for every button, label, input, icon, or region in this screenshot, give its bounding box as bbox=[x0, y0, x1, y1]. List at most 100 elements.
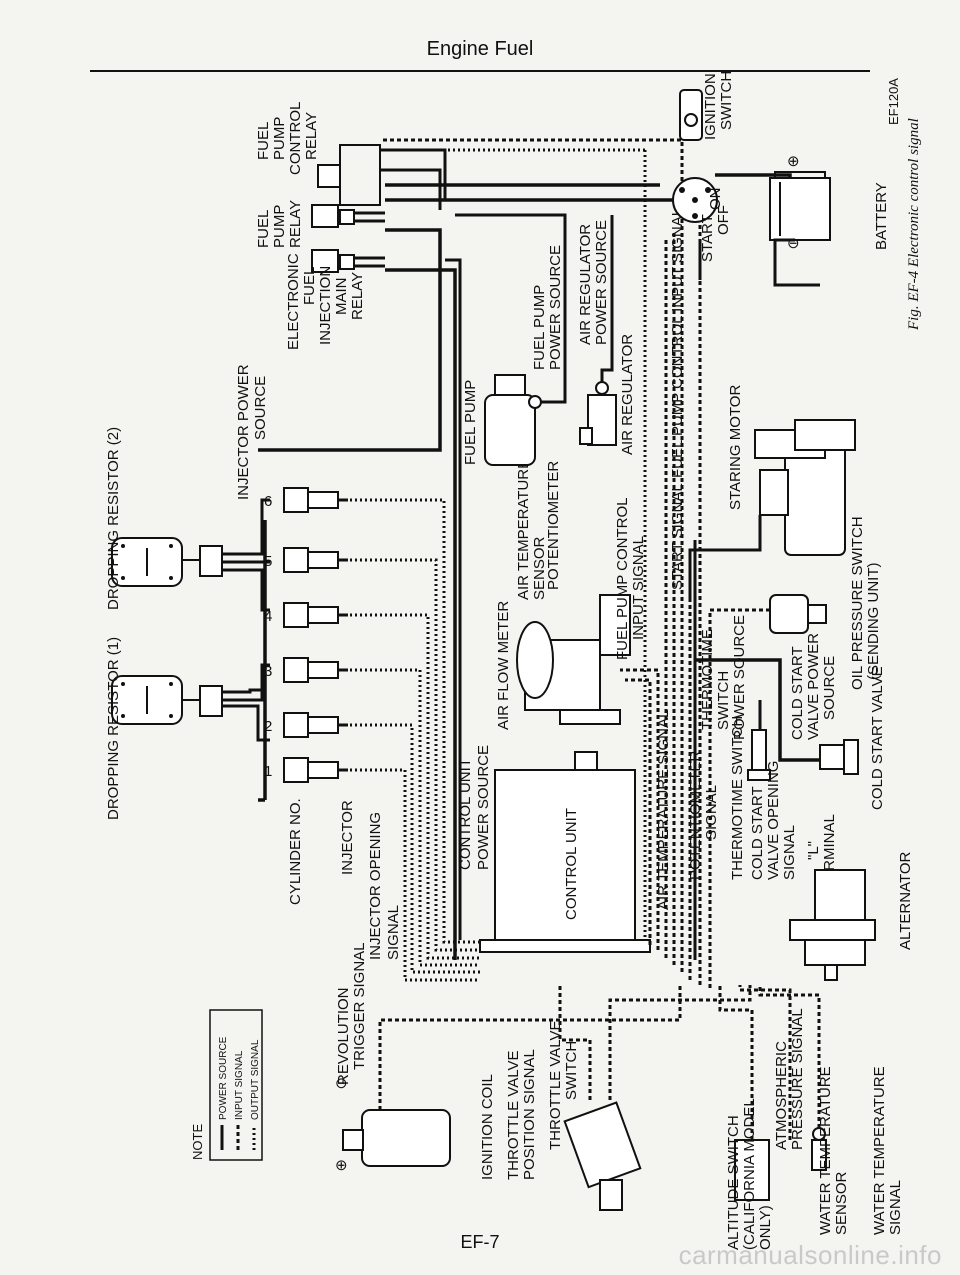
wire-revolution-trigger bbox=[378, 985, 682, 1110]
label-water-temp-sensor: WATER TEMPERATURE bbox=[817, 1066, 834, 1235]
cold-start-valve bbox=[819, 739, 859, 775]
cylinder-number: 3 bbox=[264, 663, 272, 680]
label-alternator: ALTERNATOR bbox=[897, 851, 914, 950]
label-sw-start: START bbox=[699, 214, 716, 262]
fuel-pump-relay bbox=[311, 204, 385, 228]
wire-oil-pressure bbox=[708, 608, 770, 990]
label-injector-power-source-2: SOURCE bbox=[252, 376, 269, 440]
label-efi-main-relay-2: FUEL bbox=[301, 267, 318, 305]
wire-fuel-pump-power bbox=[455, 213, 567, 404]
label-cold-start-valve-power-3: SOURCE bbox=[821, 656, 838, 720]
label-starting-motor: STARING MOTOR bbox=[727, 385, 744, 510]
wire-air-regulator-power bbox=[600, 215, 614, 382]
label-fuel-pump-relay-2: PUMP bbox=[271, 205, 288, 248]
control-unit: CONTROL UNIT bbox=[479, 751, 651, 953]
signal-bus bbox=[380, 138, 702, 985]
battery: ⊕ ⊖ bbox=[769, 153, 831, 252]
control-unit-box bbox=[494, 769, 636, 941]
label-potentiometer: POTENTIOMETER bbox=[545, 461, 562, 590]
label-ignition-switch-2: SWITCH bbox=[718, 71, 735, 130]
label-sw-off: OFF bbox=[715, 205, 732, 235]
label-cold-start-valve-power-2: VALVE POWER bbox=[805, 633, 822, 740]
legend-item-label: OUTPUT SIGNAL bbox=[250, 1039, 261, 1120]
label-altitude-switch-2: (CALIFORNIA MODEL bbox=[741, 1098, 758, 1250]
label-throttle-valve-position: THROTTLE VALVE bbox=[505, 1051, 522, 1180]
dropping-resistor-2 bbox=[111, 537, 223, 587]
starting-motor bbox=[754, 419, 856, 556]
efi-main-relay bbox=[311, 249, 385, 273]
label-oil-pressure-switch: OIL PRESSURE SWITCH bbox=[849, 516, 866, 690]
label-dropping-resistor-2: DROPPING RESISTOR (2) bbox=[105, 427, 122, 610]
label-altitude-switch-3: ONLY) bbox=[757, 1205, 774, 1250]
legend: NOTE POWER SOURCE INPUT SIGNAL OUTPUT SI… bbox=[190, 1009, 263, 1161]
label-l-terminal: "L" bbox=[805, 841, 822, 860]
label-efi-main-relay-4: MAIN bbox=[333, 278, 350, 316]
label-potentiometer-signal-2: SIGNAL bbox=[703, 785, 720, 840]
altitude-switch bbox=[734, 1139, 770, 1201]
ignition-switch: ON OFF START bbox=[672, 89, 732, 262]
page-footer: EF-7 bbox=[460, 1232, 500, 1252]
label-cylinder-no: CYLINDER NO. bbox=[287, 798, 304, 905]
label-fuel-pump-control-relay-4: RELAY bbox=[303, 112, 320, 160]
injectors: 1 2 3 4 5 6 bbox=[264, 487, 348, 783]
wire-injector-power bbox=[258, 520, 267, 802]
wire-throttle bbox=[608, 985, 752, 1100]
label-air-regulator-power-source: AIR REGULATOR bbox=[577, 224, 594, 345]
label-ignition-switch: IGNITION bbox=[702, 73, 719, 140]
label-water-temp-signal: WATER TEMPERATURE bbox=[871, 1066, 888, 1235]
injector-4: 4 bbox=[264, 602, 348, 628]
cylinder-number: 4 bbox=[264, 608, 272, 625]
label-fuel-pump-control-input: FUEL PUMP CONTROL bbox=[614, 497, 631, 660]
figure-code: EF120A bbox=[886, 78, 901, 125]
label-water-temp-sensor-2: SENSOR bbox=[833, 1171, 850, 1235]
fuel-pump bbox=[484, 374, 542, 466]
label-injector-opening-signal: INJECTOR OPENING bbox=[367, 812, 384, 960]
label-air-temp-sensor-2: SENSOR bbox=[531, 536, 548, 600]
label-potentiometer-signal: POTENTIOMETER bbox=[687, 751, 704, 880]
page-header: Engine Fuel bbox=[426, 38, 534, 60]
label-oil-pressure-switch-2: (SENDING UNIT) bbox=[865, 563, 882, 681]
cylinder-number: 5 bbox=[264, 553, 272, 570]
wire-resistor1 bbox=[222, 688, 262, 694]
label-dropping-resistor-1: DROPPING RESISTOR (1) bbox=[105, 637, 122, 820]
battery-minus: ⊖ bbox=[787, 235, 800, 252]
injector-3: 3 bbox=[264, 657, 348, 683]
label-thermotime-switch-signal: THERMOTIME SWITCH bbox=[729, 716, 746, 880]
label-throttle-valve-switch: THROTTLE VALVE bbox=[547, 1021, 564, 1150]
label-efi-main-relay-5: RELAY bbox=[349, 272, 366, 320]
label-throttle-valve-switch-2: SWITCH bbox=[563, 1041, 580, 1100]
label-air-temp-sensor: AIR TEMPERATURE bbox=[515, 459, 532, 600]
alternator bbox=[789, 869, 876, 981]
cylinder-number: 1 bbox=[264, 763, 272, 780]
injector-5: 5 bbox=[264, 547, 348, 573]
label-cold-start-valve-opening-3: SIGNAL bbox=[781, 825, 798, 880]
legend-item-label: INPUT SIGNAL bbox=[234, 1050, 245, 1120]
throttle-valve-switch bbox=[563, 1101, 642, 1211]
label-fuel-pump-relay-3: RELAY bbox=[287, 200, 304, 248]
cylinder-number: 2 bbox=[264, 718, 272, 735]
dropping-resistor-1 bbox=[111, 675, 223, 725]
label-thermotime-power-3: POWER SOURCE bbox=[731, 615, 748, 740]
label-throttle-valve-position-2: POSITION SIGNAL bbox=[521, 1049, 538, 1180]
wire-battery bbox=[715, 173, 792, 178]
label-ignition-coil: IGNITION COIL bbox=[479, 1074, 496, 1180]
label-fuel-pump-control-relay-2: PUMP bbox=[271, 117, 288, 160]
label-efi-main-relay: ELECTRONIC bbox=[285, 253, 302, 350]
cylinder-number: 6 bbox=[264, 493, 272, 510]
label-cold-start-valve-power: COLD START bbox=[789, 646, 806, 740]
battery-plus: ⊕ bbox=[787, 153, 800, 170]
legend-title: NOTE bbox=[190, 1124, 205, 1160]
wire-altitude bbox=[718, 985, 754, 1140]
label-atmospheric-pressure-2: PRESSURE SIGNAL bbox=[789, 1008, 806, 1150]
label-efi-main-relay-3: INJECTION bbox=[317, 266, 334, 345]
wire-control-unit-power bbox=[445, 258, 462, 940]
label-fuel-pump-control-relay-3: CONTROL bbox=[287, 102, 304, 175]
ignition-coil: ⊕ ⊖ bbox=[335, 1075, 451, 1174]
label-thermotime-power: THERMOTIME bbox=[699, 629, 716, 730]
label-revolution-trigger: REVOLUTION bbox=[335, 987, 352, 1085]
label-air-regulator-power-source-2: POWER SOURCE bbox=[593, 220, 610, 345]
label-fuel-pump-relay: FUEL bbox=[255, 210, 272, 248]
label-thermotime-power-2: SWITCH bbox=[715, 671, 732, 730]
label-air-flow-meter: AIR FLOW METER bbox=[495, 601, 512, 730]
